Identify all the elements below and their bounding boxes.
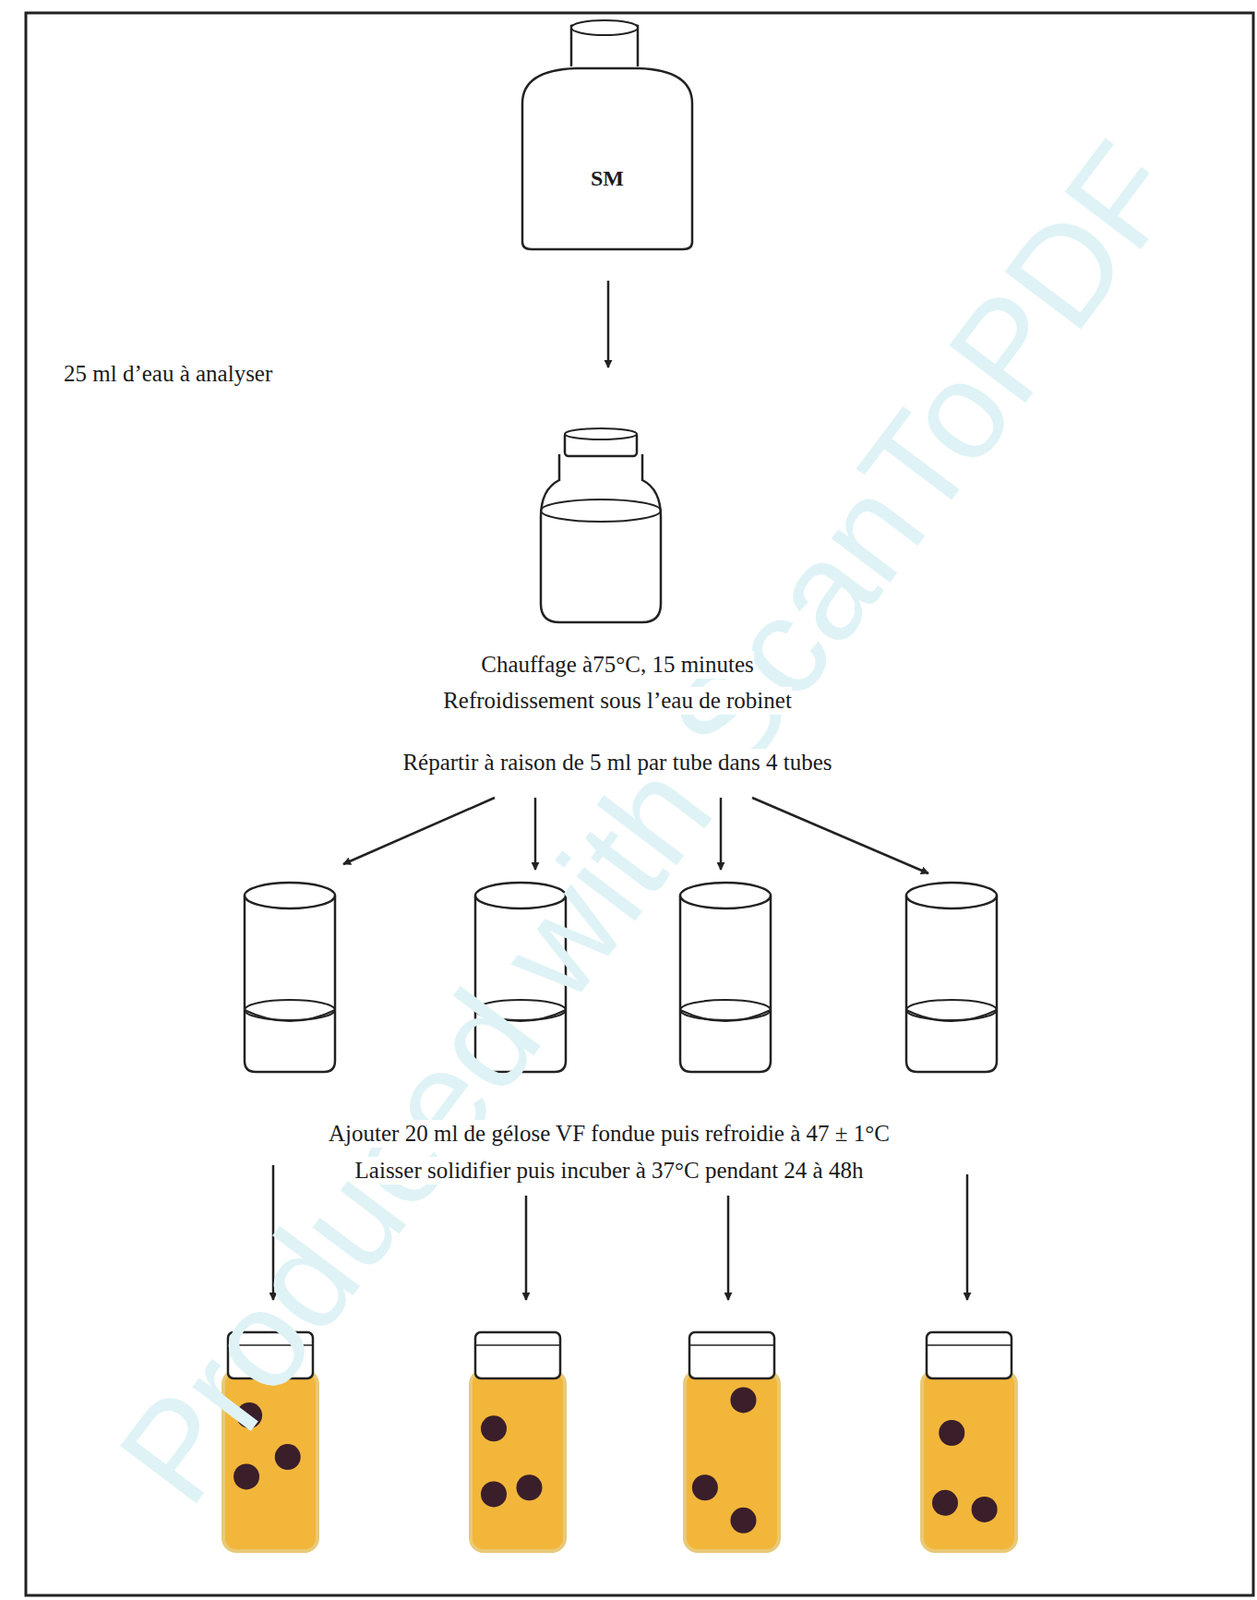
- sample-volume-note: 25 ml d’eau à analyser: [63, 359, 273, 388]
- agar-tube: [470, 1331, 565, 1551]
- agar-tube: [921, 1331, 1017, 1551]
- frame: [25, 12, 1254, 1595]
- watermark: Produced with ScanToPDF: [87, 113, 1211, 1532]
- tube: [906, 882, 997, 1072]
- bottle: SM: [520, 66, 695, 252]
- bottle-cap-top: [571, 20, 638, 36]
- tube: [680, 882, 771, 1072]
- step-note: Répartir à raison de 5 ml par tube dans …: [402, 748, 832, 777]
- tube: [244, 882, 336, 1072]
- bottle-outline: [520, 66, 695, 252]
- step-note: Laisser solidifier puis incuber à 37°C p…: [355, 1156, 864, 1185]
- arrow: [607, 280, 611, 368]
- bottle-cap: [571, 21, 638, 67]
- agar-tube: [684, 1331, 779, 1551]
- step-note: Chauffage à75°C, 15 minutes: [480, 650, 755, 679]
- step-note: Ajouter 20 ml de gélose VF fondue puis r…: [328, 1119, 890, 1148]
- flask: [540, 428, 661, 623]
- step-note: Refroidissement sous l’eau de robinet: [442, 686, 792, 715]
- bottle-label: SM: [520, 166, 695, 192]
